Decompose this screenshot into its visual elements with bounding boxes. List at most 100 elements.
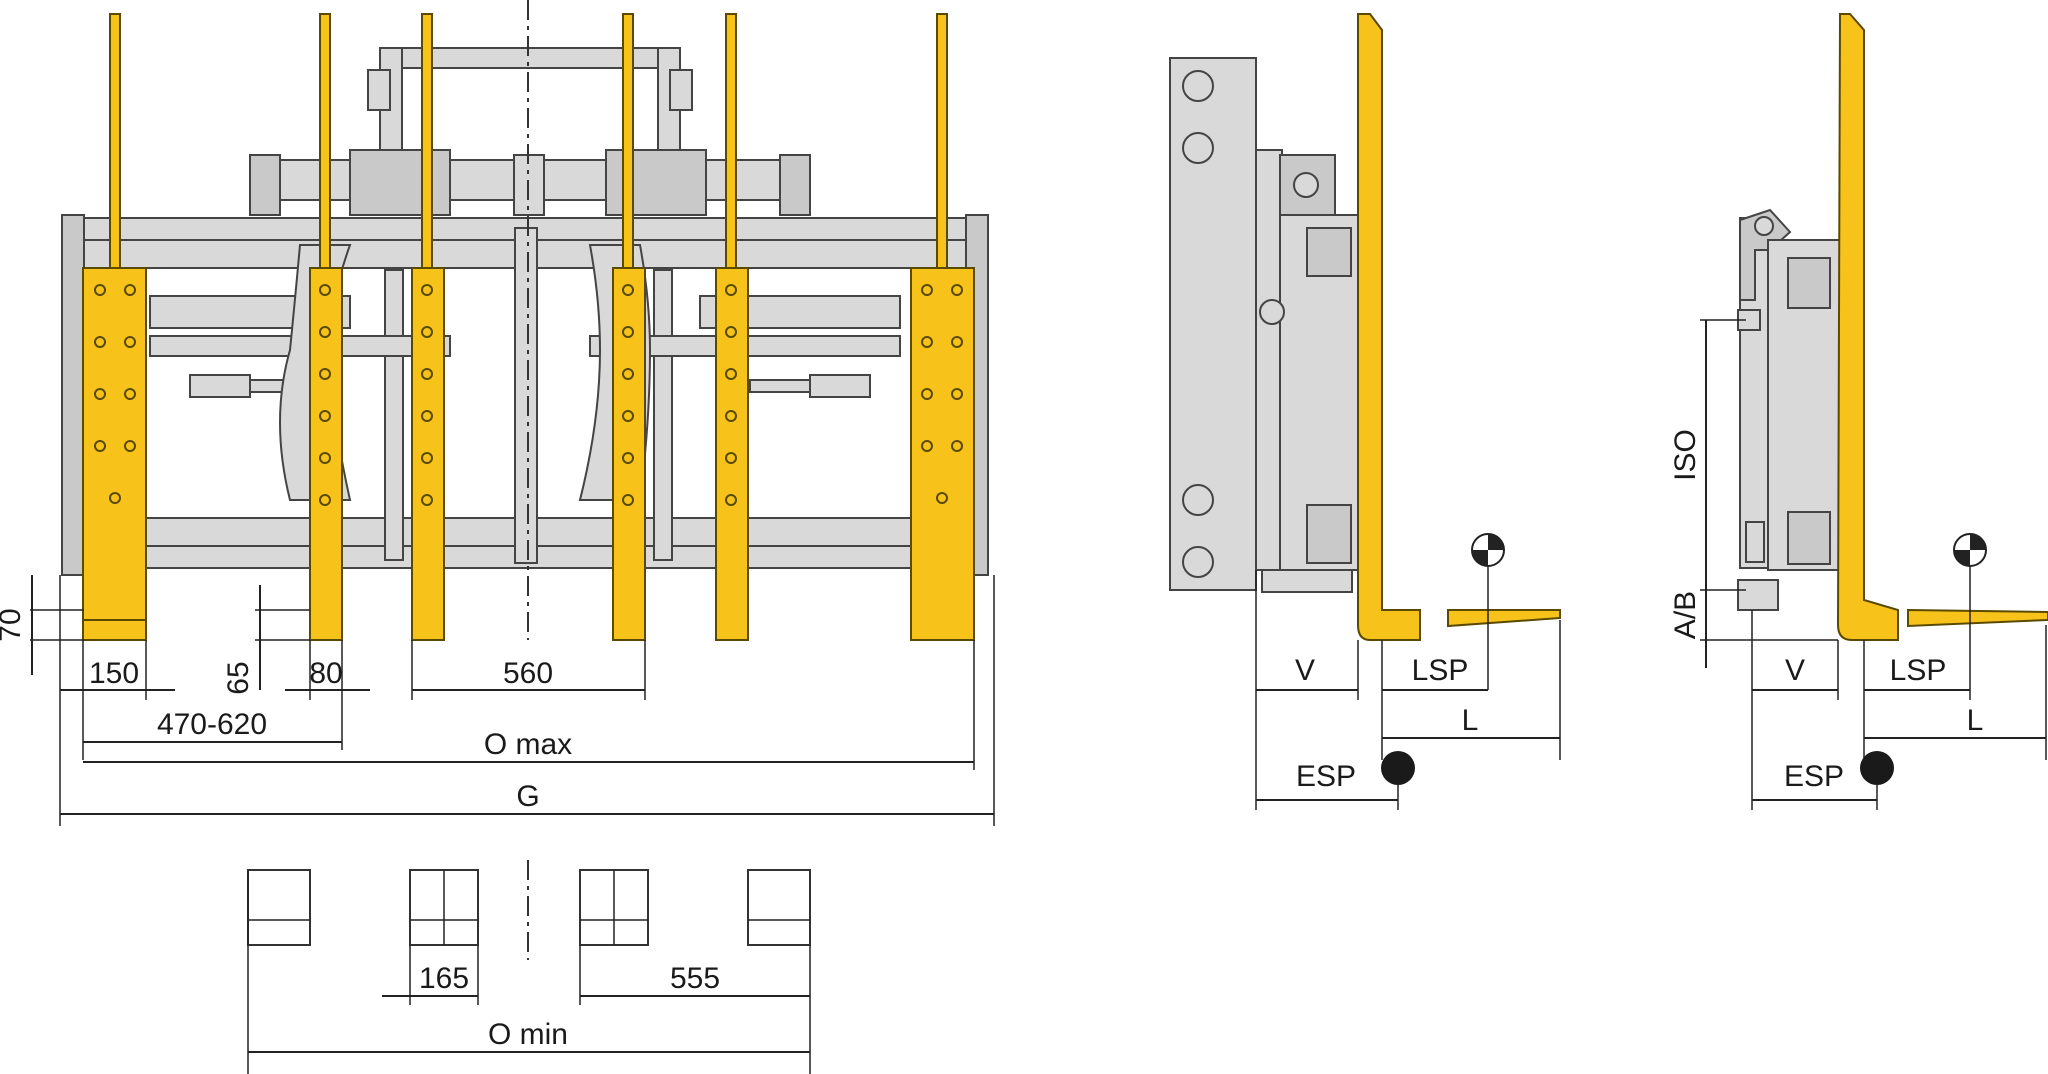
iso-fork-upright <box>1836 13 1899 641</box>
iso-upper-pad <box>1787 257 1831 309</box>
fork-6-upright <box>936 13 948 270</box>
omin-fork-1 <box>247 869 311 946</box>
side-lower-pad <box>1306 504 1352 564</box>
fork-4-hole <box>622 410 634 422</box>
fork-2-hole <box>319 284 331 296</box>
right-lower-rod <box>749 379 811 393</box>
fork-1-hole <box>109 492 121 504</box>
fork-1-hole <box>94 284 106 296</box>
fork-3-hole <box>421 452 433 464</box>
fork-4-hole <box>622 284 634 296</box>
side-bolt <box>1182 484 1214 516</box>
dim-165-label: 165 <box>419 962 469 995</box>
fork-1-tip <box>82 619 147 641</box>
iso-side-view: ISO A/B V LSP L ESP <box>1669 13 2048 810</box>
dim-470-620-label: 470-620 <box>157 708 267 741</box>
iso-ab-label: A/B <box>1669 591 1702 639</box>
iso-v-label: V <box>1785 654 1805 687</box>
fork-1-hole <box>94 336 106 348</box>
side-mast-plate <box>1169 57 1257 591</box>
side-esp-point-icon <box>1381 751 1415 785</box>
iso-iso-label: ISO <box>1669 429 1702 481</box>
fork-6-hole <box>921 440 933 452</box>
fork-6 <box>910 13 975 641</box>
front-view <box>61 0 989 641</box>
dim-65-label: 65 <box>222 661 255 694</box>
fork-6-hole <box>951 388 963 400</box>
dim-omin-label: O min <box>488 1018 568 1051</box>
fork-6-hole <box>936 492 948 504</box>
side-view: V LSP L ESP <box>1169 13 1561 810</box>
iso-esp-point-icon <box>1860 751 1894 785</box>
fork-5-upright <box>725 13 737 270</box>
fork-3-hole <box>421 326 433 338</box>
inner-left-upright <box>384 269 404 561</box>
fork-2-hole <box>319 494 331 506</box>
fork-6-blade <box>910 267 975 641</box>
side-axle <box>1259 299 1285 325</box>
fork-1-hole <box>124 284 136 296</box>
fork-1 <box>82 13 147 641</box>
iso-lsp-label: LSP <box>1890 654 1947 687</box>
side-fork-upright <box>1357 13 1421 641</box>
iso-load-centre-icon <box>1953 533 1987 700</box>
fork-6-hole <box>921 336 933 348</box>
dim-80-label: 80 <box>309 657 342 690</box>
fork-6-hole <box>951 284 963 296</box>
center-plate <box>514 227 538 564</box>
iso-lower-pad <box>1787 511 1831 565</box>
front-dimensions: 70 150 65 80 560 470-620 O max G <box>0 575 995 826</box>
iso-l-label: L <box>1967 704 1984 737</box>
fork-1-hole <box>124 388 136 400</box>
iso-pivot <box>1754 216 1774 236</box>
fork-6-hole <box>951 336 963 348</box>
left-end-plate <box>61 214 85 576</box>
fork-3-hole <box>421 410 433 422</box>
fork-3 <box>411 13 445 641</box>
fork-5-hole <box>725 284 737 296</box>
fork-1-hole <box>124 336 136 348</box>
top-guard-left-clip <box>367 69 391 111</box>
fork-6-hole <box>921 284 933 296</box>
fork-2-hole <box>319 452 331 464</box>
fork-4 <box>612 13 646 641</box>
side-fork-blade <box>1447 609 1561 628</box>
fork-1-hole <box>124 440 136 452</box>
fork-5-blade <box>715 267 749 641</box>
side-lower-foot <box>1261 569 1353 593</box>
fork-1-upright <box>109 13 121 270</box>
side-upper-pad <box>1306 227 1352 277</box>
fork-5-hole <box>725 452 737 464</box>
fork-4-hole <box>622 494 634 506</box>
fork-3-hole <box>421 368 433 380</box>
left-lower-cylinder <box>189 374 251 398</box>
upper-right-end <box>779 154 811 216</box>
dim-70-label: 70 <box>0 608 27 641</box>
fork-2-hole <box>319 368 331 380</box>
fork-6-hole <box>921 388 933 400</box>
omin-fork-4 <box>747 869 811 946</box>
iso-lower-lug <box>1745 521 1765 563</box>
fork-1-hole <box>94 440 106 452</box>
side-esp-label: ESP <box>1296 760 1356 793</box>
upper-right-block <box>605 149 707 216</box>
fork-5-hole <box>725 410 737 422</box>
upper-left-end <box>249 154 281 216</box>
top-guard-right-clip <box>669 69 693 111</box>
iso-lower-hook <box>1737 579 1779 611</box>
iso-esp-label: ESP <box>1784 760 1844 793</box>
side-lsp-label: LSP <box>1412 654 1469 687</box>
fork-6-hole <box>951 440 963 452</box>
fork-4-hole <box>622 452 634 464</box>
fork-2-hole <box>319 410 331 422</box>
right-lower-cylinder <box>809 374 871 398</box>
dim-560-label: 560 <box>503 657 553 690</box>
fork-4-hole <box>622 368 634 380</box>
dim-150-label: 150 <box>89 657 139 690</box>
side-bolt <box>1182 546 1214 578</box>
side-v-label: V <box>1295 654 1315 687</box>
iso-fork-blade <box>1907 608 2048 628</box>
side-l-label: L <box>1462 704 1479 737</box>
fork-1-hole <box>94 388 106 400</box>
